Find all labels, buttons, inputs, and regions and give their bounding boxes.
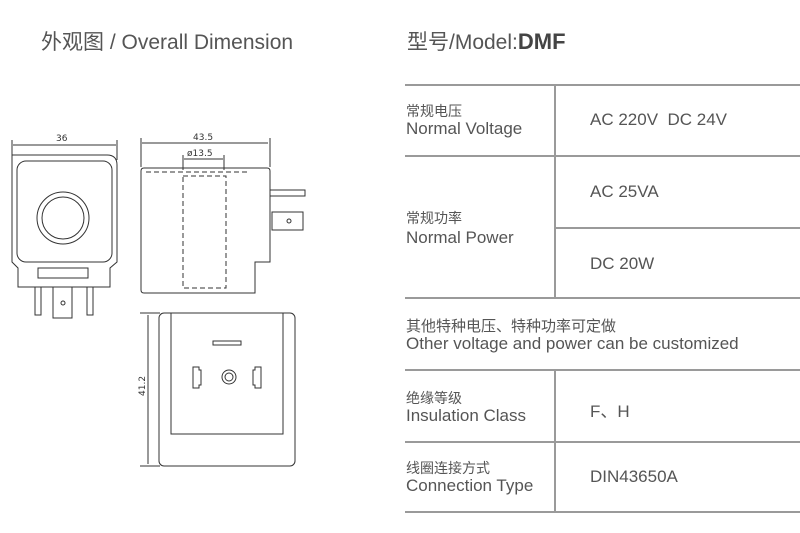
- connector-view: [140, 312, 296, 467]
- voltage-value: AC 220V DC 24V: [590, 110, 728, 129]
- table-divider: [405, 84, 800, 86]
- table-divider: [405, 369, 800, 371]
- voltage-label-en: Normal Voltage: [406, 119, 523, 138]
- power-value-ac: AC 25VA: [590, 182, 659, 201]
- dimension-title: 外观图 / Overall Dimension: [41, 31, 294, 54]
- core-dimension: ø13.5: [187, 149, 213, 159]
- table-divider: [555, 227, 800, 229]
- insulation-label-en: Insulation Class: [406, 406, 527, 425]
- custom-note-en: Other voltage and power can be customize…: [406, 334, 739, 353]
- width-dimension: 36: [56, 134, 68, 144]
- column-divider: [554, 370, 556, 512]
- length-dimension: 43.5: [193, 133, 213, 143]
- column-divider: [554, 85, 556, 297]
- height-dimension: 41.2: [138, 376, 148, 396]
- insulation-value: F、H: [590, 402, 630, 421]
- table-divider: [405, 441, 800, 443]
- voltage-label-cn: 常规电压: [406, 103, 462, 119]
- connection-value: DIN43650A: [590, 467, 678, 486]
- power-label-cn: 常规功率: [406, 210, 462, 226]
- connection-label-cn: 线圈连接方式: [406, 460, 490, 476]
- side-view: [140, 138, 306, 294]
- model-name: DMF: [517, 29, 566, 54]
- model-prefix: 型号/Model:: [407, 31, 518, 54]
- insulation-label-cn: 绝缘等级: [406, 390, 462, 406]
- front-view: [11, 140, 118, 319]
- table-divider: [405, 155, 800, 157]
- connection-label-en: Connection Type: [406, 476, 534, 495]
- dimension-drawing: 36 43.5 ø13.5 41.2: [11, 133, 306, 467]
- power-value-dc: DC 20W: [590, 254, 655, 273]
- model-title: 型号/Model:DMF: [407, 26, 566, 56]
- table-divider: [405, 511, 800, 513]
- table-divider: [405, 297, 800, 299]
- power-label-en: Normal Power: [406, 228, 514, 247]
- custom-note-cn: 其他特种电压、特种功率可定做: [406, 318, 617, 335]
